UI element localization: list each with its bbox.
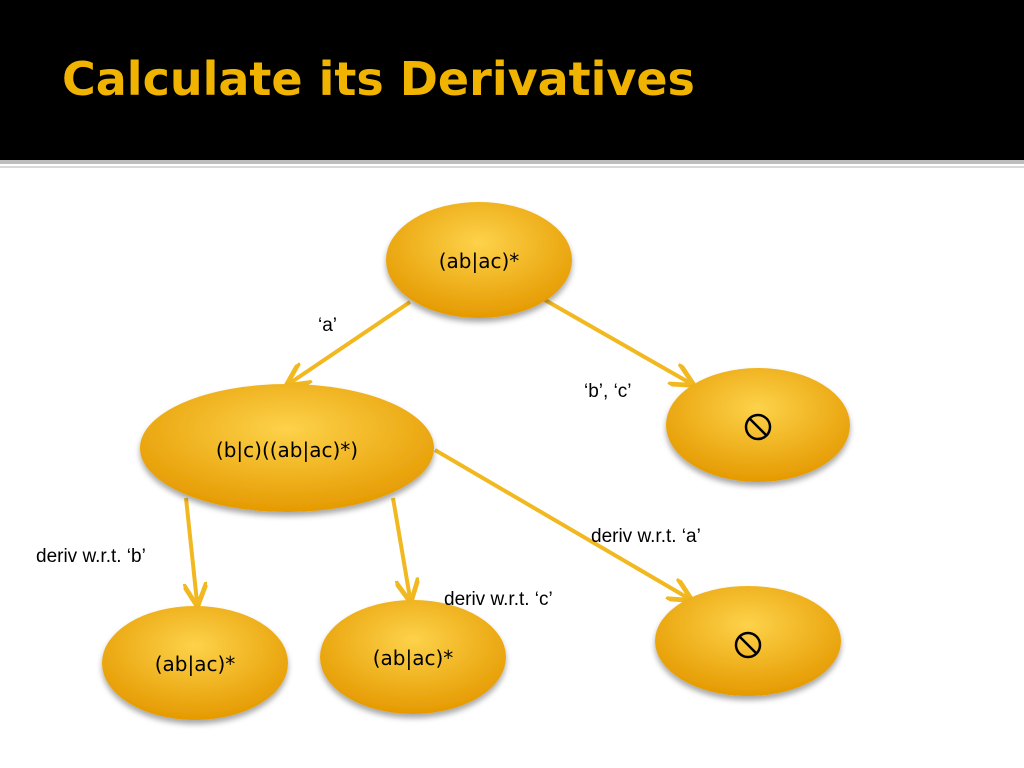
edge-label-b-c: ‘b’, ‘c’ xyxy=(584,381,632,402)
node-root-label: (ab|ac)* xyxy=(439,249,520,273)
empty-set-icon xyxy=(744,413,772,441)
edge-label-deriv-b: deriv w.r.t. ‘b’ xyxy=(36,546,146,567)
edge-root-to-deriv-a xyxy=(290,300,412,383)
edge-label-deriv-c: deriv w.r.t. ‘c’ xyxy=(444,589,553,610)
slide-title: Calculate its Derivatives xyxy=(62,52,695,106)
empty-set-icon-slash xyxy=(749,418,767,436)
edge-label-deriv-a: deriv w.r.t. ‘a’ xyxy=(591,526,701,547)
node-deriv-a: (b|c)((ab|ac)*) xyxy=(140,384,434,512)
node-deriv-c-label: (ab|ac)* xyxy=(373,646,454,670)
node-deriv-b: (ab|ac)* xyxy=(102,606,288,720)
edges xyxy=(186,298,690,602)
node-empty-a xyxy=(655,586,841,696)
empty-set-icon-slash xyxy=(739,636,757,654)
edge-root-to-empty xyxy=(544,298,690,383)
node-empty-bc xyxy=(666,368,850,482)
empty-set-icon xyxy=(734,631,762,659)
node-deriv-c: (ab|ac)* xyxy=(320,600,506,714)
node-root: (ab|ac)* xyxy=(386,202,572,318)
edge-to-deriv-c xyxy=(391,497,410,598)
title-divider-thin xyxy=(0,166,1024,168)
title-bar xyxy=(0,0,1024,160)
edge-label-a: ‘a’ xyxy=(318,315,337,336)
edge-to-deriv-b xyxy=(186,497,197,602)
edge-to-empty-a xyxy=(433,448,688,598)
node-deriv-b-label: (ab|ac)* xyxy=(155,652,236,676)
title-divider xyxy=(0,160,1024,164)
node-deriv-a-label: (b|c)((ab|ac)*) xyxy=(216,438,358,462)
